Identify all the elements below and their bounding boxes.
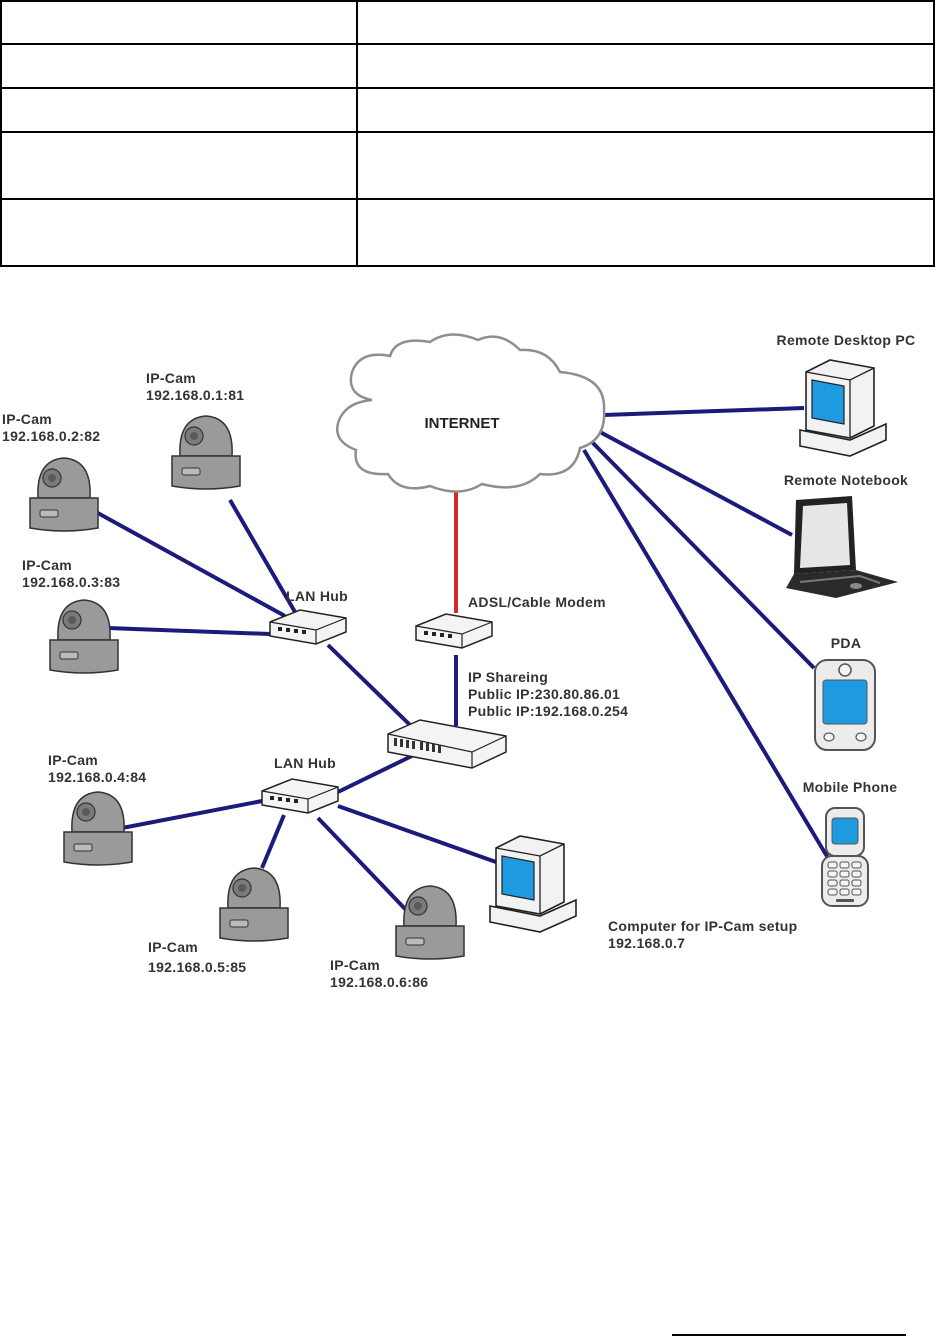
table-cell-label [0,198,358,267]
link-cam5-hub2 [260,814,286,869]
link-internet-phone [582,448,830,860]
ip-cam-1-address: 192.168.0.1:81 [146,387,244,403]
ip-cam-3-name: IP-Cam [22,557,72,573]
ip-cam-2-address: 192.168.0.2:82 [2,428,100,444]
table-row [0,87,935,133]
table-cell-label [0,131,358,200]
ip-cam-6: IP-Cam 192.168.0.6:86 [330,885,465,990]
setup-computer-address: 192.168.0.7 [608,935,685,951]
pda-label: PDA [831,635,861,651]
ip-cam-5-name: IP-Cam [148,939,198,955]
table-cell-value [356,87,935,133]
router-label-line-2: Public IP:230.80.86.01 [468,686,620,702]
footer-divider [672,1334,906,1336]
remote-desktop-pc: Remote Desktop PC [777,332,916,457]
laptop-icon [786,496,898,598]
link-hub2-setup-pc [337,804,497,864]
link-internet-desktop [603,406,805,417]
ip-sharing-router: IP Shareing Public IP:230.80.86.01 Publi… [387,669,628,769]
modem-label: ADSL/Cable Modem [468,594,606,610]
lan-hub-2: LAN Hub [261,755,339,814]
link-switch-hub2 [337,750,421,794]
remote-desktop-label: Remote Desktop PC [777,332,916,348]
ip-cam-3: IP-Cam 192.168.0.3:83 [22,557,120,674]
setup-computer: Computer for IP-Cam setup 192.168.0.7 [489,835,798,951]
table-row [0,43,935,89]
table-cell-value [356,198,935,267]
table-cell-label [0,43,358,89]
router-label-line-3: Public IP:192.168.0.254 [468,703,628,719]
link-internet-notebook [599,430,793,537]
router-label-line-1: IP Shareing [468,669,548,685]
link-cam6-hub2 [316,816,410,914]
lan-hub-1: LAN Hub [269,588,348,645]
ip-cam-6-address: 192.168.0.6:86 [330,974,428,990]
table-row [0,131,935,200]
table-row [0,198,935,267]
remote-notebook: Remote Notebook [784,472,908,598]
ip-cam-4-address: 192.168.0.4:84 [48,769,146,785]
internet-label: INTERNET [425,415,500,432]
network-links [95,406,830,914]
mobile-phone: Mobile Phone [803,779,898,907]
desktop-computer-icon [799,359,887,457]
mobile-phone-label: Mobile Phone [803,779,898,795]
network-diagram: INTERNET ADSL/Cable Modem IP Shareing Pu… [2,332,916,990]
ip-cam-1: IP-Cam 192.168.0.1:81 [146,370,244,490]
table-cell-value [356,0,935,45]
link-hub1-switch [326,643,412,727]
link-internet-pda [590,440,816,670]
ip-cam-2: IP-Cam 192.168.0.2:82 [2,411,100,532]
lan-hub-2-label: LAN Hub [274,755,336,771]
spec-table [0,0,935,267]
internet-cloud: INTERNET [336,333,606,493]
table-cell-label [0,87,358,133]
ip-cam-5-address: 192.168.0.5:85 [148,959,246,975]
table-cell-value [356,131,935,200]
pda-icon [814,659,876,751]
setup-computer-label: Computer for IP-Cam setup [608,918,798,934]
ip-cam-2-name: IP-Cam [2,411,52,427]
mobile-phone-icon [821,807,869,907]
link-cam4-hub2 [121,799,263,830]
pda: PDA [814,635,876,751]
ip-cam-6-name: IP-Cam [330,957,380,973]
ip-cam-5: IP-Cam 192.168.0.5:85 [148,867,289,975]
lan-hub-1-label: LAN Hub [286,588,348,604]
ip-cam-1-name: IP-Cam [146,370,196,386]
remote-notebook-label: Remote Notebook [784,472,908,488]
modem: ADSL/Cable Modem [415,594,606,649]
table-row [0,0,935,45]
ip-cam-3-address: 192.168.0.3:83 [22,574,120,590]
ip-cam-4-name: IP-Cam [48,752,98,768]
desktop-computer-icon [489,835,577,933]
link-cam2-hub1 [95,510,286,618]
ip-cam-4: IP-Cam 192.168.0.4:84 [48,752,146,866]
table-cell-label [0,0,358,45]
link-cam1-hub1 [228,498,297,614]
link-cam3-hub1 [107,626,271,636]
table-cell-value [356,43,935,89]
